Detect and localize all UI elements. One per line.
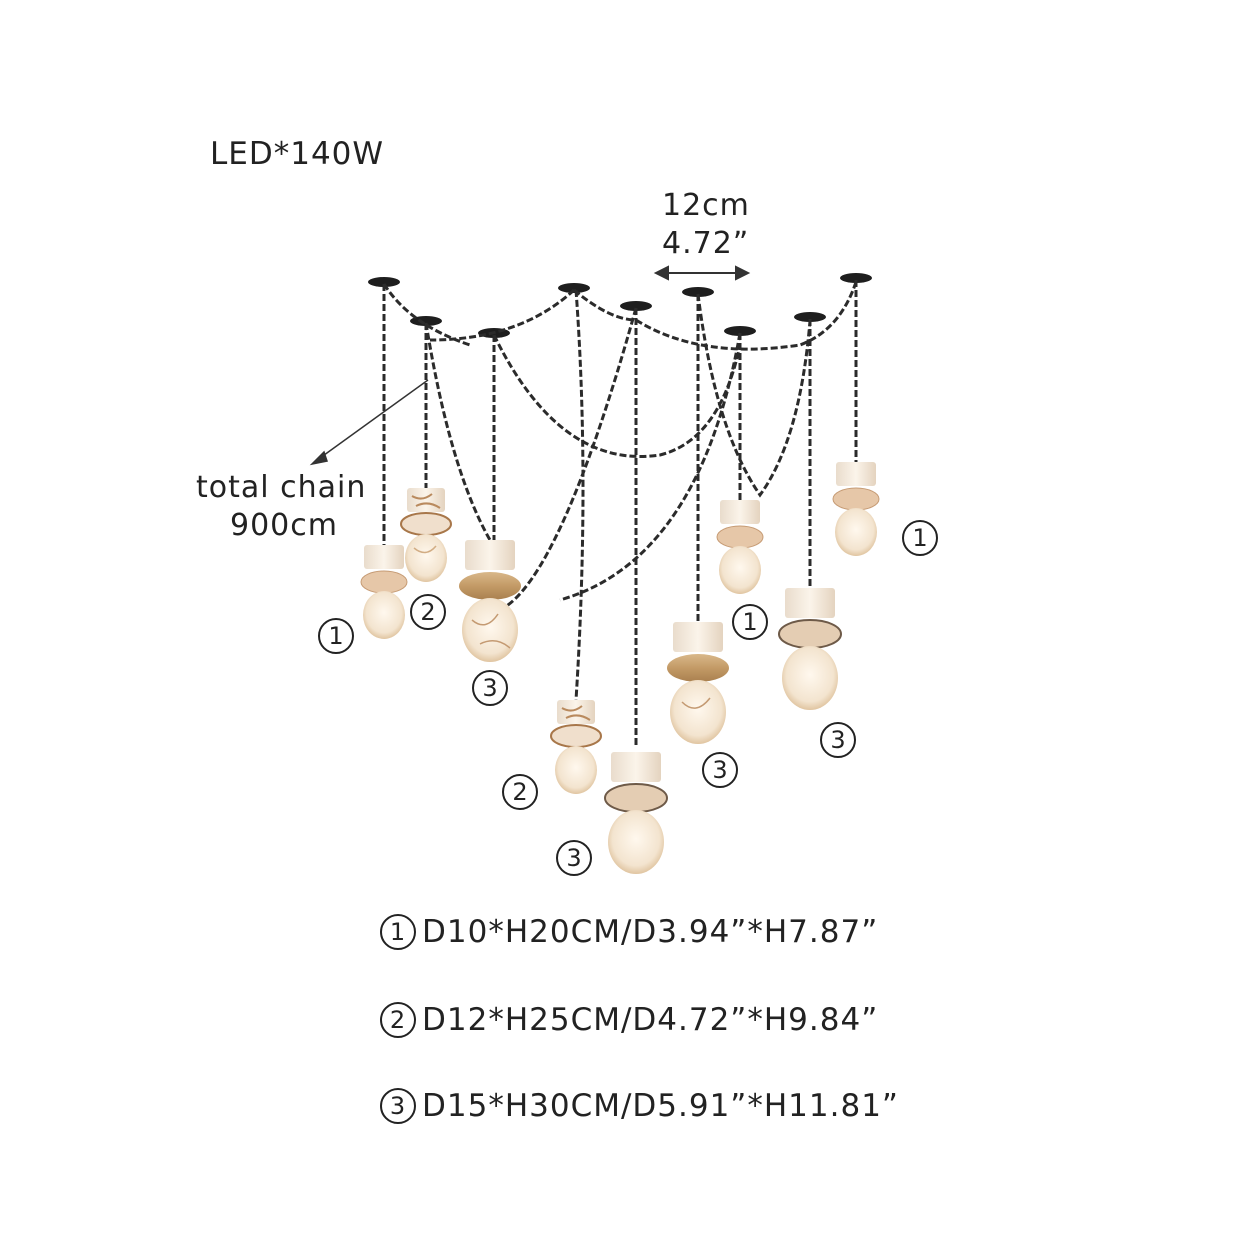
canopy	[620, 301, 652, 311]
spec-size-3: 3 D15*H30CM/D5.91”*H11.81”	[380, 1088, 899, 1124]
chain-swag	[573, 288, 637, 322]
pendant-small	[716, 500, 764, 594]
width-dimension-arrow	[653, 265, 751, 281]
pendant-label: 1	[902, 520, 938, 556]
chain-swag	[696, 293, 812, 498]
power-rating: LED*140W	[210, 136, 385, 172]
pendant-large	[667, 622, 729, 744]
canopy	[682, 287, 714, 297]
pendant-small	[832, 462, 880, 556]
spec-size-2: 2 D12*H25CM/D4.72”*H9.84”	[380, 1002, 878, 1038]
pendant-large	[459, 540, 521, 662]
spec-size-1: 1 D10*H20CM/D3.94”*H7.87”	[380, 914, 878, 950]
spec-number: 1	[380, 914, 416, 950]
canopy	[794, 312, 826, 322]
canopy	[840, 273, 872, 283]
spec-number: 3	[380, 1088, 416, 1124]
pendant-label: 3	[820, 722, 856, 758]
canopy	[410, 316, 442, 326]
chains	[382, 280, 858, 748]
pendant-label: 1	[732, 604, 768, 640]
spec-text: D12*H25CM/D4.72”*H9.84”	[422, 1002, 879, 1038]
chain-swag	[559, 332, 742, 602]
spec-number: 2	[380, 1002, 416, 1038]
width-dimension-inch: 4.72”	[662, 226, 750, 261]
pendant-large	[778, 588, 842, 710]
chain-swag	[635, 281, 858, 351]
chain-swag	[429, 288, 576, 342]
pendant-label: 1	[318, 618, 354, 654]
chain-length-label: total chain	[196, 470, 367, 505]
pendant-small	[360, 545, 408, 639]
pendant-large	[604, 752, 668, 874]
chain-swag	[424, 322, 492, 541]
chain-swag	[499, 307, 638, 612]
canopy	[724, 326, 756, 336]
pendant-label: 2	[502, 774, 538, 810]
pendant-medium	[550, 700, 602, 794]
spec-text: D15*H30CM/D5.91”*H11.81”	[422, 1088, 899, 1124]
width-dimension-cm: 12cm	[662, 188, 750, 223]
pendant-label: 3	[472, 670, 508, 706]
pendant-label: 3	[702, 752, 738, 788]
pendant-label: 2	[410, 594, 446, 630]
ceiling-canopies	[368, 273, 872, 338]
canopy	[558, 283, 590, 293]
chain-swag	[492, 334, 742, 458]
chain-swag	[382, 283, 471, 347]
chain-length-arrow	[309, 379, 429, 466]
pendant-medium	[400, 488, 452, 582]
chain-drop	[574, 289, 585, 701]
chain-length-value: 900cm	[230, 508, 338, 543]
canopy	[368, 277, 400, 287]
pendant-label: 3	[556, 840, 592, 876]
spec-text: D10*H20CM/D3.94”*H7.87”	[422, 914, 879, 950]
